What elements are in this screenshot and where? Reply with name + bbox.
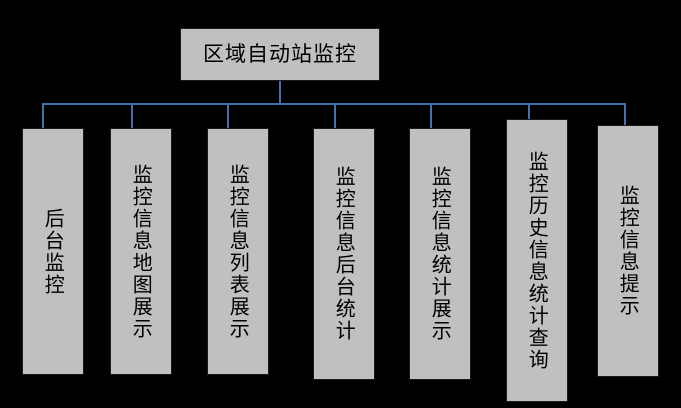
node-child-5[interactable]: 监控信息统计展示 (409, 128, 471, 380)
node-child-1[interactable]: 后台监控 (22, 128, 84, 375)
node-child-7-label: 监控信息提示 (616, 185, 641, 317)
node-child-2-label: 监控信息地图展示 (129, 163, 154, 340)
node-root[interactable]: 区域自动站监控 (180, 28, 380, 81)
node-child-6-label: 监控历史信息统计查询 (525, 150, 550, 371)
node-child-5-label: 监控信息统计展示 (428, 166, 453, 342)
node-child-2[interactable]: 监控信息地图展示 (110, 128, 172, 375)
node-child-1-label: 后台监控 (41, 207, 66, 296)
connector-drop-3 (227, 103, 229, 129)
connector-drop-5 (430, 103, 432, 129)
node-child-3-label: 监控信息列表展示 (226, 163, 251, 340)
connector-root-stem (279, 81, 281, 104)
node-child-4[interactable]: 监控信息后台统计 (313, 128, 375, 380)
connector-drop-4 (334, 103, 336, 129)
connector-drop-1 (42, 103, 44, 129)
node-child-4-label: 监控信息后台统计 (332, 166, 357, 342)
node-child-3[interactable]: 监控信息列表展示 (207, 128, 269, 375)
node-child-6[interactable]: 监控历史信息统计查询 (506, 119, 568, 402)
connector-drop-2 (131, 103, 133, 129)
connector-drop-7 (624, 103, 626, 126)
node-child-7[interactable]: 监控信息提示 (597, 125, 659, 377)
node-root-label: 区域自动站监控 (203, 41, 357, 66)
connector-drop-6 (528, 103, 530, 120)
